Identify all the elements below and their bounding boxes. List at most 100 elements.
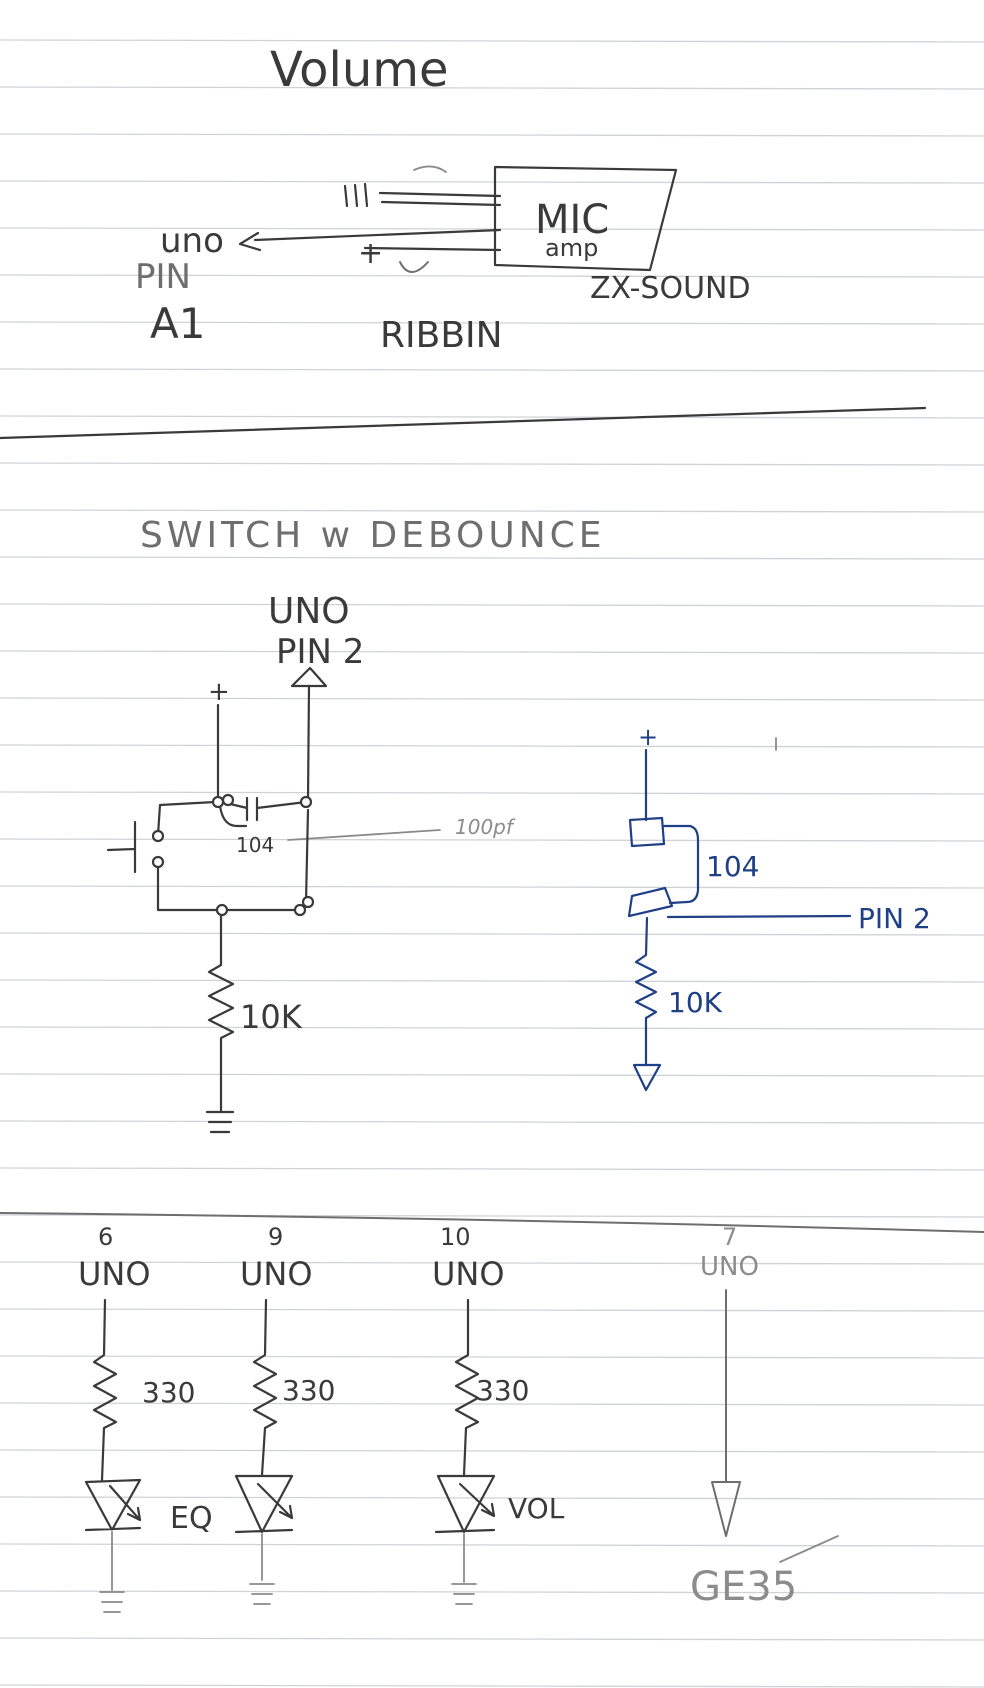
ruled-line (0, 274, 984, 278)
led2-pin-number: 9 (268, 1223, 283, 1251)
ribbon-wire-top (378, 191, 502, 198)
resistor-10k-zigzag (207, 913, 235, 1114)
ruled-lines (0, 39, 984, 1688)
cap-104-label: 104 (236, 833, 274, 857)
ruled-line (0, 368, 984, 372)
switch-bottom-wire (156, 860, 224, 912)
volume-title: Volume (270, 42, 449, 98)
signal-arrow-head (238, 231, 262, 252)
top-rail-right (255, 800, 308, 810)
ribbon-signal-wire (253, 228, 502, 242)
ruled-line (0, 1308, 984, 1312)
blue-cap-loop (662, 824, 700, 905)
blue-resistor-label: 10K (668, 986, 723, 1019)
capacitor-symbol (245, 796, 259, 822)
led3-resistor-label: 330 (476, 1374, 529, 1407)
led4-pin-number: 7 (722, 1223, 737, 1251)
section-divider-1 (0, 406, 927, 440)
supply-plus: + (208, 677, 230, 707)
led1-label: EQ (170, 1501, 213, 1536)
ground-symbol (205, 1110, 235, 1134)
ruled-line (0, 1496, 984, 1500)
ruled-line (0, 603, 984, 607)
blue-button-top (628, 816, 666, 848)
led2-diode (234, 1474, 294, 1534)
ruled-line (0, 1026, 984, 1030)
led2-emission-arrow (256, 1482, 294, 1520)
led3-diode (434, 1474, 496, 1534)
cap-note-leader (287, 829, 441, 841)
node-bottom-left (215, 903, 229, 917)
ruled-line (0, 1637, 984, 1641)
led2-resistor-label: 330 (282, 1374, 335, 1407)
led4-label: GE35 (690, 1564, 797, 1610)
ruled-line (0, 1355, 984, 1359)
pin-a1-label: A1 (150, 299, 205, 348)
ruled-line (0, 556, 984, 560)
ruled-line (0, 415, 984, 419)
blue-button-bottom (627, 886, 674, 918)
led4-uno-label: UNO (700, 1252, 759, 1282)
ribbon-wire-bottom (363, 246, 502, 252)
ruled-line (0, 1449, 984, 1453)
blue-cap-104: 104 (706, 850, 759, 883)
ruled-line (0, 932, 984, 936)
node-top-left (211, 795, 225, 809)
ruled-line (0, 979, 984, 983)
led4-arrow (711, 1481, 741, 1537)
node-bottom-right (293, 903, 307, 917)
ribbon-label: RIBBIN (380, 315, 503, 356)
ruled-line (0, 838, 984, 842)
pin-label-volume: PIN (135, 257, 191, 297)
mic-amp-module-box (493, 165, 678, 272)
blue-resistor-zigzag (634, 916, 658, 1067)
blue-supply-plus: + (638, 723, 658, 751)
ruled-line (0, 321, 984, 325)
ruled-line (0, 1590, 984, 1594)
ruled-line (0, 509, 984, 513)
led2-resistor (252, 1298, 278, 1477)
section-divider-2 (0, 1212, 984, 1233)
pushbutton-plunger (106, 847, 137, 852)
node-switch-top (151, 829, 165, 843)
zx-sound-label: ZX-SOUND (590, 271, 751, 306)
switch-top-wire (156, 800, 217, 837)
amp-label: amp (545, 234, 598, 262)
led3-emission-arrow (458, 1482, 496, 1518)
node-switch-bottom (151, 855, 165, 869)
led1-pin-number: 6 (98, 1223, 113, 1251)
blue-pin2-wire (666, 914, 852, 919)
cap-note-100pf: 100pf (455, 815, 516, 839)
cap-left-lead (218, 804, 248, 828)
ruled-line (0, 1167, 984, 1171)
ruled-line (0, 791, 984, 795)
led1-uno-label: UNO (78, 1255, 151, 1293)
wire-tick-marks (343, 182, 369, 208)
debounce-title: SWITCH w DEBOUNCE (140, 515, 606, 556)
led1-emission-arrow (108, 1484, 142, 1522)
ruled-line (0, 1073, 984, 1077)
blue-ground-arrow (632, 1063, 662, 1092)
ruled-line (0, 1261, 984, 1265)
led2-ground (249, 1533, 275, 1605)
ruled-line (0, 1120, 984, 1124)
blue-pin2-label: PIN 2 (858, 902, 931, 935)
led3-label: VOL (508, 1492, 565, 1525)
ruled-line (0, 180, 984, 184)
ruled-line (0, 1684, 984, 1688)
faint-mark (413, 165, 447, 173)
led1-resistor (92, 1298, 118, 1482)
ruled-line (0, 650, 984, 654)
ribbon-wire-top-2 (380, 200, 502, 207)
node-top-right (299, 795, 313, 809)
ruled-line (0, 1402, 984, 1406)
ruled-line (0, 227, 984, 231)
uno-label-debounce: UNO (268, 591, 350, 632)
led1-ground (99, 1531, 125, 1613)
output-wire (306, 684, 311, 802)
right-vertical (304, 808, 310, 904)
led3-pin-number: 10 (440, 1223, 471, 1251)
led3-uno-label: UNO (432, 1255, 505, 1293)
